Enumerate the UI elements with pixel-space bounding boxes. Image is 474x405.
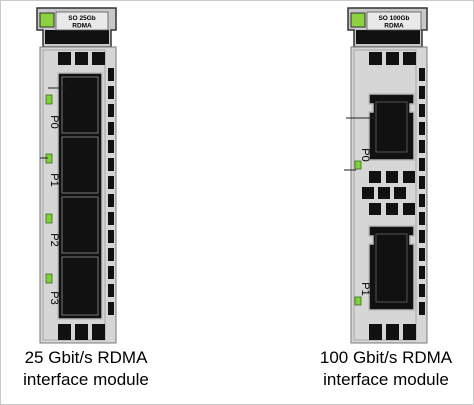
- sfp-ports-25gb: [61, 76, 99, 316]
- sfp-port-p0: [61, 76, 99, 134]
- port-label-p0-25gb: P0: [48, 115, 60, 128]
- module-100gb: SO 100Gb RDMA: [344, 7, 428, 344]
- port-label-p3-25gb: P3: [48, 291, 60, 304]
- caption-25gb-line2: interface module: [23, 370, 149, 389]
- badge-line2-100gb: RDMA: [384, 23, 404, 30]
- badge-line1-25gb: SO 25Gb: [68, 15, 95, 22]
- led-p1-100gb: [354, 296, 362, 306]
- badge-plate-25gb: [55, 11, 109, 31]
- bottom-vents-100gb: [369, 324, 416, 340]
- caption-100gb-line1: 100 Gbit/s RDMA: [319, 348, 453, 367]
- caption-100gb-line2: interface module: [323, 370, 449, 389]
- sfp-port-p1: [61, 136, 99, 194]
- caption-25gb: 25 Gbit/s RDMA interface module: [6, 347, 166, 391]
- badge-square-icon: [39, 12, 55, 28]
- badge-square-icon-100gb: [350, 12, 366, 28]
- port-label-p1-100gb: P1: [359, 282, 371, 295]
- led-p0-100gb: [354, 160, 362, 170]
- sfp-port-p2: [61, 196, 99, 254]
- port-leds-100gb: [354, 160, 362, 306]
- top-vents-25gb: [58, 52, 105, 65]
- led-p2-25gb: [45, 213, 53, 224]
- mid-vents-100gb: [362, 171, 415, 215]
- bottom-vents-25gb: [58, 324, 105, 340]
- side-vents-100gb: [419, 68, 425, 315]
- badge-plate-100gb: [366, 11, 422, 31]
- led-p3-25gb: [45, 273, 53, 284]
- caption-25gb-line1: 25 Gbit/s RDMA: [24, 348, 148, 367]
- handle-slot-100gb: [356, 30, 420, 44]
- badge-line2-25gb: RDMA: [72, 23, 92, 30]
- module-25gb: SO 25Gb RDMA: [36, 7, 117, 344]
- port-leds-25gb: [45, 94, 53, 284]
- side-vents-25gb: [108, 68, 114, 315]
- port-label-p1-25gb: P1: [48, 173, 60, 186]
- led-p0-25gb: [45, 94, 53, 105]
- sfp-port-p3: [61, 256, 99, 316]
- port-label-p0-100gb: P0: [359, 148, 371, 161]
- caption-100gb: 100 Gbit/s RDMA interface module: [306, 347, 466, 391]
- badge-line1-100gb: SO 100Gb: [378, 15, 409, 22]
- handle-slot-25gb: [45, 30, 109, 44]
- port-label-p2-25gb: P2: [48, 233, 60, 246]
- top-vents-100gb: [369, 52, 416, 65]
